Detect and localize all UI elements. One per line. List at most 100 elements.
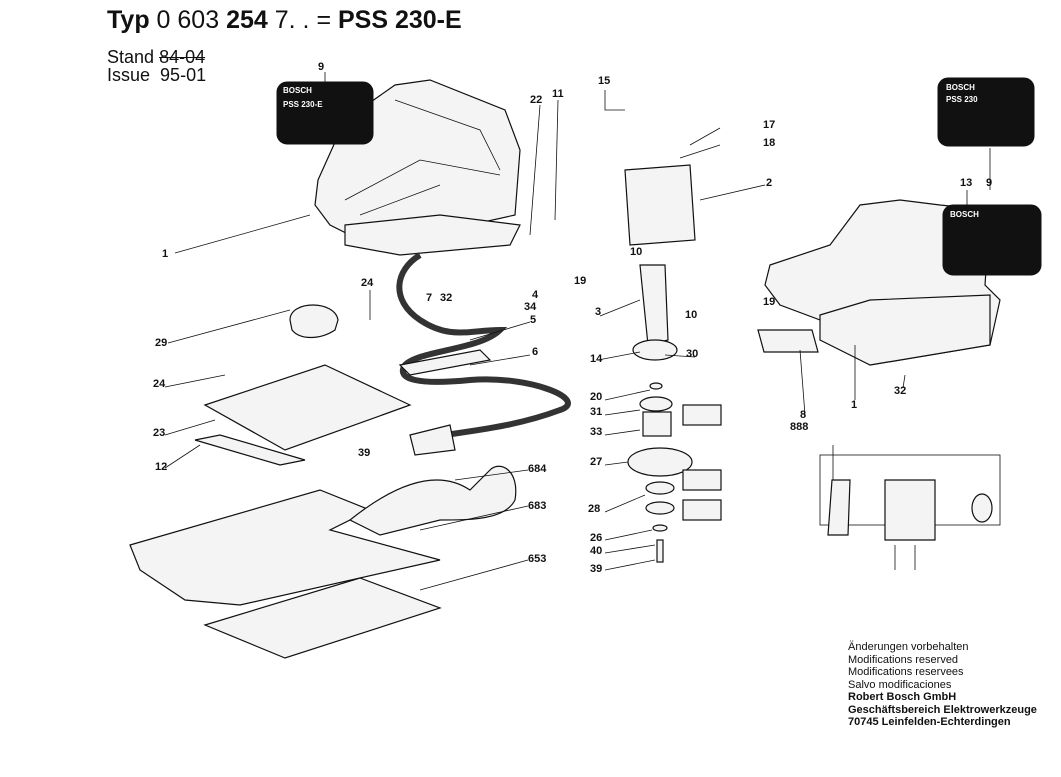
callout: 33	[590, 426, 602, 438]
stand-label: Stand	[107, 47, 155, 67]
typ-label: Typ	[107, 6, 150, 34]
callout: 17	[763, 119, 775, 131]
callout: 32	[440, 292, 452, 304]
bearing-detail	[682, 469, 722, 491]
issue-label: Issue	[107, 65, 151, 85]
issue-line: Issue 95-01	[107, 66, 206, 85]
callout: 26	[590, 532, 602, 544]
callout: 3	[595, 306, 601, 318]
fan	[632, 339, 678, 361]
company-name: Robert Bosch GmbH	[848, 691, 957, 703]
dust-cap	[289, 304, 339, 339]
callout: 15	[598, 75, 610, 87]
clamp-bar	[194, 434, 306, 466]
plate-brand: BOSCH	[950, 210, 979, 219]
type-plate-right: BOSCH PSS 230 BOSCH	[937, 77, 1042, 276]
washer	[649, 382, 663, 390]
washer-26	[652, 524, 668, 532]
stand-line: Stand 84-04	[107, 48, 205, 67]
callout: 11	[552, 88, 564, 100]
note-line: Modifications reservees	[848, 666, 964, 678]
bearing-detail	[682, 404, 722, 426]
callout: 888	[790, 421, 808, 433]
screw-39	[656, 539, 664, 563]
plate-model: PSS 230-E	[283, 100, 323, 109]
leader-lines	[164, 72, 991, 591]
note-line: Änderungen vorbehalten	[848, 641, 969, 653]
callout: 32	[894, 385, 906, 397]
callout: 7	[426, 292, 432, 304]
footer-notes: Änderungen vorbehalten Modifications res…	[848, 641, 1037, 729]
callout: 20	[590, 391, 602, 403]
callout: 684	[528, 463, 547, 475]
bearing	[642, 411, 672, 437]
circuit-diagram	[819, 445, 1001, 570]
plate-brand: BOSCH	[283, 86, 312, 95]
power-cable	[396, 252, 571, 438]
typ-number-suffix: 7. .	[274, 6, 310, 34]
callout: 1	[162, 248, 168, 260]
callout: 2	[766, 177, 772, 189]
field-winding	[624, 164, 696, 246]
armature	[639, 264, 669, 346]
plate-brand: BOSCH	[946, 83, 975, 92]
type-plate-left: BOSCH PSS 230-E	[276, 81, 374, 145]
dust-box	[129, 489, 441, 606]
callout: 40	[590, 545, 602, 557]
callout: 19	[763, 296, 775, 308]
callout: 10	[685, 309, 697, 321]
callout: 24	[361, 277, 374, 289]
callout: 39	[358, 447, 370, 459]
bearing-28b	[645, 501, 675, 515]
note-line: Salvo modificaciones	[848, 678, 952, 691]
callout: 19	[574, 275, 586, 287]
callout: 683	[528, 500, 546, 512]
callout: 31	[590, 406, 602, 418]
plate-model: PSS 230	[946, 95, 978, 104]
note-line: Modifications reserved	[848, 653, 959, 666]
base-plate	[203, 364, 412, 451]
callout: 39	[590, 563, 602, 575]
callout: 10	[630, 246, 642, 258]
callout: 9	[986, 177, 992, 189]
housing-part-1-assembled	[764, 199, 1001, 366]
mains-plug	[409, 424, 456, 456]
label-part-8	[757, 329, 819, 353]
callout: 34	[524, 301, 537, 313]
ring	[639, 396, 673, 412]
callout: 12	[155, 461, 167, 473]
equals-sign: =	[316, 6, 332, 34]
typ-number: 0 603	[156, 6, 220, 34]
callout: 24	[153, 378, 166, 390]
sanding-sheet	[203, 577, 442, 659]
callout: 9	[318, 61, 324, 73]
callout: 23	[153, 427, 165, 439]
cable-sleeve	[398, 349, 492, 376]
callout: 27	[590, 456, 602, 468]
callout: 14	[590, 353, 603, 365]
callout: 18	[763, 137, 775, 149]
bearing-28a	[645, 481, 675, 495]
stand-value: 84-04	[159, 47, 206, 67]
typ-number-bold: 254	[226, 6, 268, 34]
callout: 1	[851, 399, 857, 411]
callout: 6	[532, 346, 538, 358]
callout: 29	[155, 337, 167, 349]
callout: 653	[528, 553, 546, 565]
dust-bag	[348, 465, 517, 536]
division-name: Geschäftsbereich Elektrowerkzeuge	[848, 703, 1037, 716]
document-title: Typ 0 603 254 7. . = PSS 230-E	[107, 6, 462, 35]
callout: 22	[530, 94, 542, 106]
callout: 13	[960, 177, 972, 189]
bearing-detail	[682, 499, 722, 521]
company-address: 70745 Leinfelden-Echterdingen	[848, 716, 1011, 728]
callout: 28	[588, 503, 600, 515]
callout: 30	[686, 348, 698, 360]
callout: 4	[532, 289, 539, 301]
callout-labels: 9 22 11 15 17 18 2 13 9 1 10 19 7 32 4 3…	[153, 61, 992, 575]
callout: 5	[530, 314, 536, 326]
issue-value: 95-01	[160, 65, 207, 85]
callout: 8	[800, 409, 806, 421]
model-name: PSS 230-E	[338, 6, 462, 34]
